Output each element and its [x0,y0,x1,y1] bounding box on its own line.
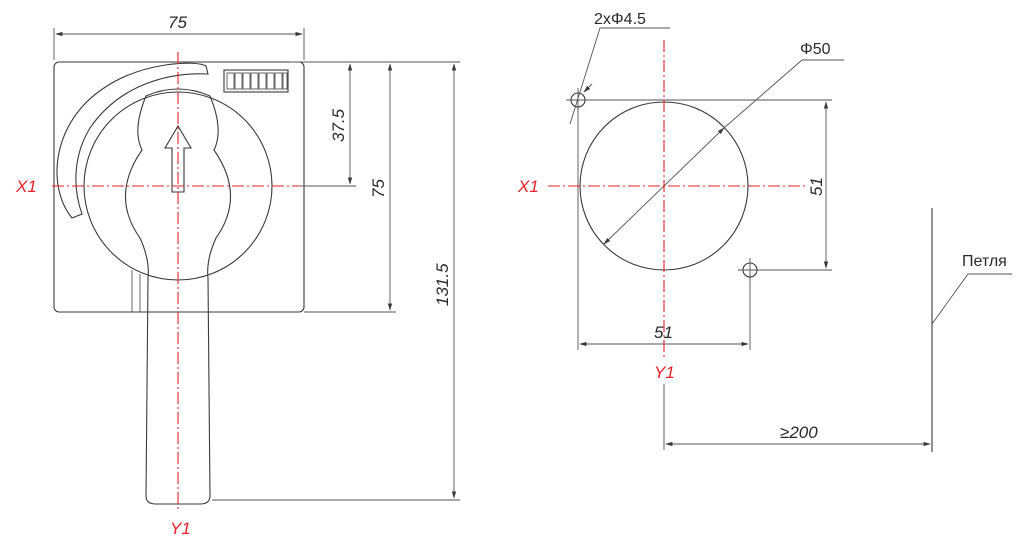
dim-diameter-label: Φ50 [800,41,831,58]
handle-front-view: X1 Y1 75 37.5 75 131.5 [15,13,460,538]
cutout-template-view: 51 51 Φ50 2xΦ4.5 X1 Y1 ≥200 Петля [517,11,1012,452]
right-axis-y-label: Y1 [654,363,675,382]
dim-height-label: 75 [369,179,388,198]
dim-width-label: 75 [168,13,187,32]
base-plate [53,61,305,313]
left-axis-y-label: Y1 [170,519,191,538]
direction-arrow [164,124,192,193]
hinge-leader [931,273,1012,325]
dim-vertical-label: 51 [807,177,826,196]
hinge-label: Петля [962,253,1007,270]
dim-total-height-label: 131.5 [433,263,452,306]
dim-distance-label: ≥200 [780,423,818,442]
dim-holes-leader [569,27,670,125]
dim-holes-label: 2xΦ4.5 [594,11,646,28]
dim-half-height-label: 37.5 [329,108,348,142]
position-indicator [223,69,289,93]
handle-shroud [56,62,209,219]
right-axis-x-label: X1 [517,177,539,196]
dim-horizontal-label: 51 [654,323,673,342]
left-axis-x-label: X1 [15,177,37,196]
handle-lever [124,88,232,505]
